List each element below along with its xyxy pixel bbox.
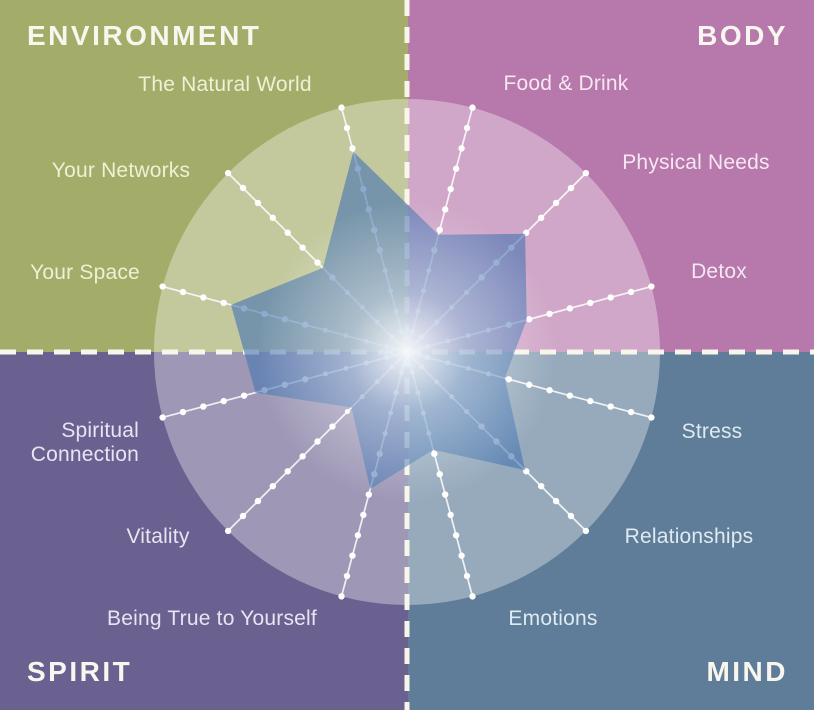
- spoke-dot: [537, 214, 545, 222]
- spoke-dot: [648, 283, 655, 290]
- spoke-dot: [566, 392, 574, 399]
- spoke-dot: [447, 185, 454, 193]
- category-label-food-drink: Food & Drink: [503, 72, 629, 95]
- spoke-dot: [458, 145, 465, 152]
- spoke-dot: [349, 145, 356, 152]
- center-glow: [257, 202, 557, 502]
- spoke-dot: [239, 512, 247, 520]
- quadrant-title-mind: MIND: [706, 656, 788, 687]
- spoke-dot: [349, 552, 356, 559]
- spoke-dot: [648, 414, 655, 421]
- spoke-dot: [179, 288, 187, 296]
- spoke-dot: [567, 184, 575, 192]
- spoke-dot: [458, 552, 465, 559]
- spoke-dot: [239, 184, 247, 192]
- category-label-your-space: Your Space: [30, 261, 140, 284]
- spoke-dot: [566, 305, 574, 312]
- spoke-dot: [200, 403, 207, 410]
- spoke-dot: [284, 468, 291, 475]
- spoke-dot: [360, 511, 367, 519]
- spoke-dot: [200, 294, 207, 301]
- spoke-dot: [224, 169, 232, 177]
- spoke-dot: [452, 165, 460, 172]
- category-label-the-natural-world: The Natural World: [138, 73, 312, 96]
- spoke-dot: [179, 408, 187, 416]
- spoke-dot: [254, 497, 262, 505]
- spoke-dot: [552, 199, 560, 207]
- spoke-dot: [159, 414, 166, 421]
- spoke-dot: [463, 124, 471, 132]
- spoke-dot: [240, 392, 248, 399]
- category-label-detox: Detox: [691, 260, 747, 283]
- spoke-dot: [627, 408, 635, 416]
- spoke-dot: [537, 482, 545, 490]
- spoke-dot: [269, 214, 277, 222]
- spoke-dot: [254, 199, 262, 207]
- spoke-dot: [343, 572, 351, 580]
- spoke-dot: [338, 593, 345, 600]
- spoke-dot: [447, 511, 454, 519]
- spoke-dot: [582, 169, 590, 177]
- spoke-dot: [607, 403, 614, 410]
- spoke-dot: [469, 104, 476, 111]
- spoke-dot: [159, 283, 166, 290]
- spoke-dot: [582, 527, 590, 535]
- spoke-dot: [587, 299, 594, 307]
- quadrant-title-spirit: SPIRIT: [27, 656, 133, 687]
- spoke-dot: [627, 288, 635, 296]
- spoke-dot: [224, 527, 232, 535]
- spoke-dot: [284, 229, 291, 236]
- category-label-line: Connection: [30, 443, 139, 466]
- spoke-dot: [269, 482, 277, 490]
- spoke-dot: [220, 397, 227, 405]
- quadrant-title-body: BODY: [697, 20, 788, 51]
- category-label-being-true-to-yourself: Being True to Yourself: [107, 607, 317, 630]
- spoke-dot: [469, 593, 476, 600]
- spoke-dot: [463, 572, 471, 580]
- spoke-dot: [567, 512, 575, 520]
- spoke-dot: [452, 532, 460, 539]
- spoke-dot: [552, 497, 560, 505]
- quadrant-title-environment: ENVIRONMENT: [27, 20, 262, 51]
- spoke-dot: [343, 124, 351, 132]
- category-label-emotions: Emotions: [508, 607, 598, 630]
- category-label-vitality: Vitality: [126, 525, 190, 548]
- category-label-relationships: Relationships: [624, 525, 754, 548]
- spoke-dot: [587, 397, 594, 405]
- spoke-dot: [338, 104, 345, 111]
- category-label-your-networks: Your Networks: [51, 159, 191, 182]
- spoke-dot: [607, 294, 614, 301]
- category-label-stress: Stress: [681, 420, 743, 443]
- category-label-line: Spiritual: [61, 419, 139, 442]
- spoke-dot: [220, 299, 227, 307]
- spoke-dot: [354, 532, 362, 539]
- category-label-physical-needs: Physical Needs: [622, 151, 770, 174]
